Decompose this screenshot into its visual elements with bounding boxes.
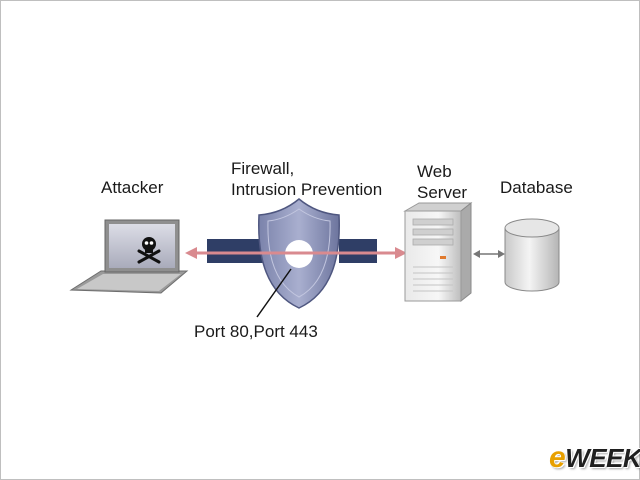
server-database-arrow xyxy=(473,250,505,258)
traffic-arrow xyxy=(185,247,407,259)
database-label: Database xyxy=(500,178,573,197)
eweek-logo: eWEEK xyxy=(549,441,640,474)
logo-week: WEEK xyxy=(565,443,640,473)
web-server-label-line2: Server xyxy=(417,183,468,202)
server-tower-icon xyxy=(403,201,473,303)
attacker-label: Attacker xyxy=(101,178,164,197)
logo-e: e xyxy=(549,441,566,474)
firewall-label-line2: Intrusion Prevention xyxy=(231,180,383,199)
laptop-icon xyxy=(69,219,189,294)
pipe-right xyxy=(339,239,377,263)
web-server-label-line1: Web xyxy=(417,162,452,181)
port-pointer-line xyxy=(256,268,292,318)
skull-crossbones-icon xyxy=(137,237,161,264)
port-label: Port 80,Port 443 xyxy=(194,322,318,341)
pipe-left xyxy=(207,239,265,263)
firewall-label-line1: Firewall, xyxy=(231,159,295,178)
database-cylinder-icon xyxy=(504,218,560,292)
